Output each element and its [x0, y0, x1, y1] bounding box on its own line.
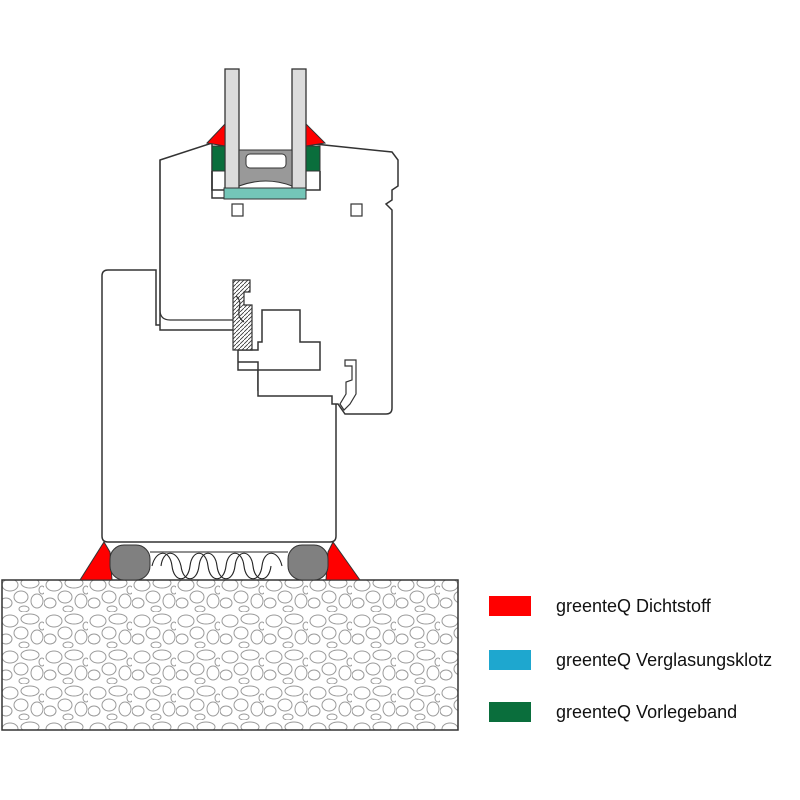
legend-label-verglasungsklotz: greenteQ Verglasungsklotz [556, 649, 773, 670]
legend-swatch-vorlegeband [489, 702, 531, 722]
legend-item-verglasungsklotz: greenteQ Verglasungsklotz [489, 648, 772, 672]
sash-foot-left [231, 203, 244, 217]
window-sash-profile [159, 141, 399, 415]
masonry-wall [1, 579, 459, 731]
pretape-left [211, 145, 226, 172]
sealant-left-bottom [79, 541, 113, 581]
glazing-channel [211, 171, 321, 191]
legend-label-dichtstoff: greenteQ Dichtstoff [556, 595, 711, 616]
sash-foot-right [350, 203, 363, 217]
sealant-right-bottom [325, 541, 361, 581]
setting-block [223, 187, 307, 200]
legend-item-vorlegeband: greenteQ Vorlegeband [489, 700, 737, 724]
legend-swatch-verglasungsklotz [489, 650, 531, 670]
sash-inner-edge [159, 160, 236, 321]
glass-pane-right [291, 68, 307, 191]
center-gasket [232, 279, 253, 351]
weather-gasket [339, 359, 357, 411]
spacer-desiccant [245, 153, 287, 169]
legend-swatch-dichtstoff [489, 596, 531, 616]
legend-label-vorlegeband: greenteQ Vorlegeband [556, 701, 738, 722]
compriband-right [287, 544, 329, 581]
pretape-right [305, 145, 321, 172]
insulation-filling [150, 551, 288, 580]
center-gasket-lip [235, 295, 245, 323]
sealant-glazing-left [205, 122, 226, 147]
compriband-left [109, 544, 151, 581]
sealant-glazing-right [305, 122, 327, 147]
legend-item-dichtstoff: greenteQ Dichtstoff [489, 594, 711, 618]
glass-pane-left [224, 68, 240, 191]
